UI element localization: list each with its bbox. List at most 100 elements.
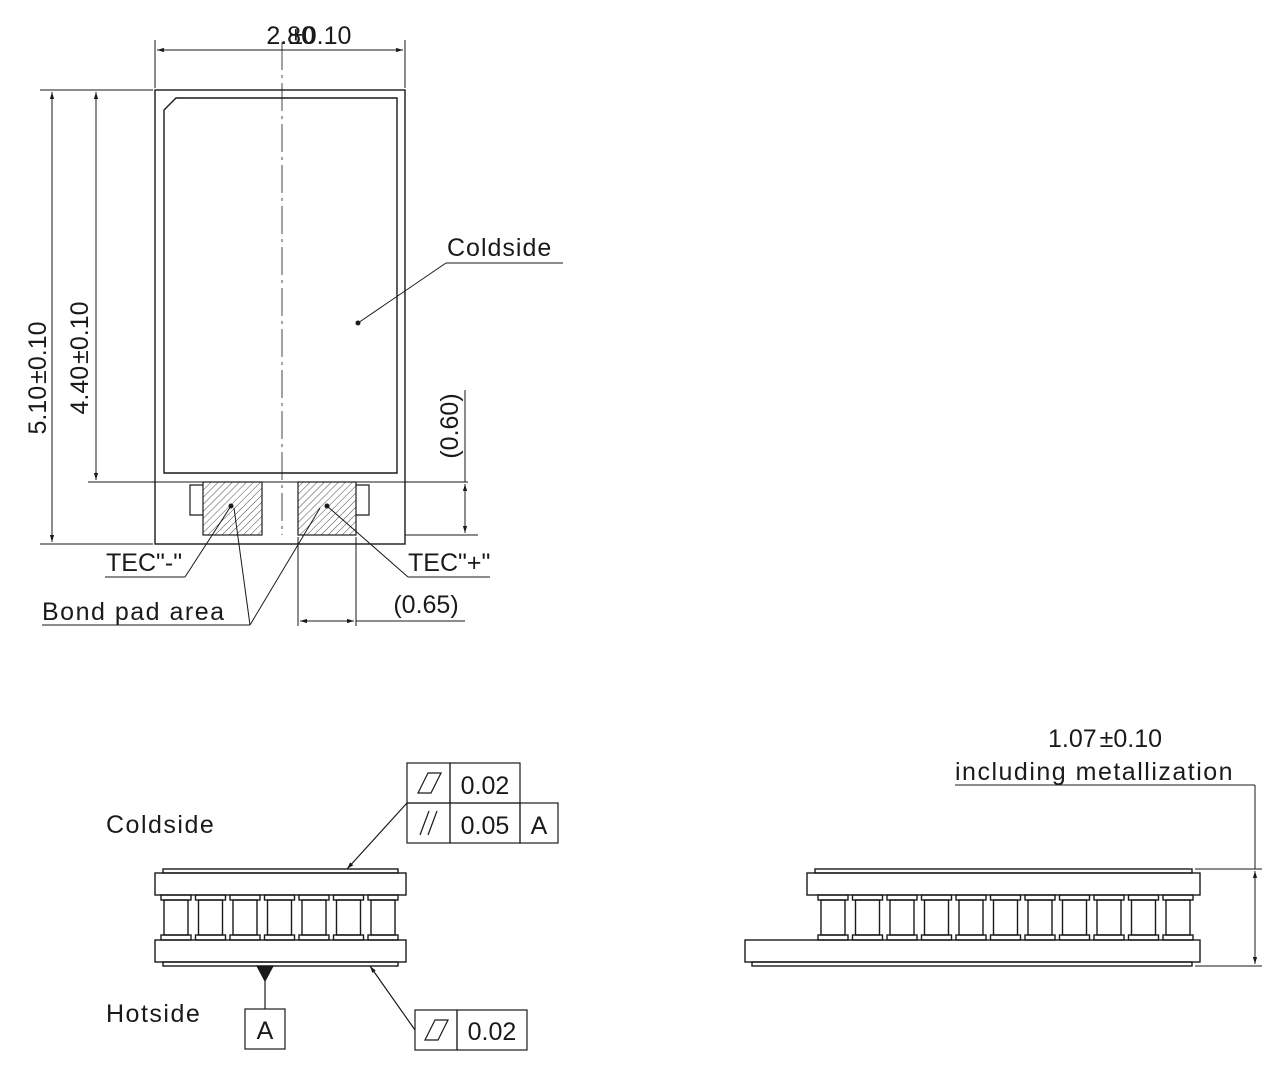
pellet bbox=[1165, 899, 1191, 936]
top-view bbox=[88, 42, 468, 545]
coldside-leader bbox=[355, 262, 563, 326]
coldside-plate bbox=[163, 97, 398, 474]
pellet bbox=[1096, 899, 1122, 936]
pellet bbox=[232, 899, 258, 936]
pellet-solder bbox=[1162, 934, 1194, 941]
pellet-solder bbox=[1127, 934, 1160, 941]
svg-text:4.40±0.10: 4.40±0.10 bbox=[66, 301, 94, 414]
pellet-solder bbox=[989, 894, 1022, 901]
pellet-solder bbox=[1162, 894, 1194, 901]
pellet bbox=[854, 899, 881, 936]
bond-pad-minus bbox=[202, 481, 263, 536]
fcf-top-row2-datum: A bbox=[531, 812, 548, 840]
svg-text:5.10±0.10: 5.10±0.10 bbox=[24, 321, 52, 434]
pad-bracket-right bbox=[356, 484, 370, 516]
tec-minus-label: TEC"-" bbox=[106, 549, 182, 577]
tec-plus-label: TEC"+" bbox=[408, 549, 490, 577]
outer-outline bbox=[154, 89, 406, 545]
fcf-bottom bbox=[369, 965, 528, 1051]
pellet-solder bbox=[920, 934, 953, 941]
pellet-solder bbox=[1058, 894, 1091, 901]
pellet-solder bbox=[851, 894, 884, 901]
dim-pad-height bbox=[405, 390, 478, 536]
pellet-solder bbox=[1058, 934, 1091, 941]
cold-plate bbox=[154, 872, 407, 896]
fcf-top-row1-value: 0.02 bbox=[461, 772, 510, 800]
pellet-solder bbox=[160, 894, 192, 901]
pellet-solder bbox=[851, 934, 884, 941]
pellet bbox=[923, 899, 950, 936]
flatness-icon-bottom bbox=[424, 1019, 449, 1041]
pellet bbox=[163, 899, 189, 936]
pellet bbox=[1061, 899, 1088, 936]
side-hotside-label: Hotside bbox=[106, 1000, 201, 1028]
dim-total-height bbox=[955, 784, 1262, 967]
pellet-solder bbox=[1093, 934, 1125, 941]
pellet-solder bbox=[160, 934, 192, 941]
bond-pad-label: Bond pad area bbox=[42, 598, 226, 626]
pellet-solder bbox=[298, 934, 330, 941]
dim-total-height-note: including metallization bbox=[955, 758, 1234, 786]
hot-metallization bbox=[162, 961, 399, 967]
pellet-solder bbox=[817, 934, 849, 941]
pellet-solder bbox=[1127, 894, 1160, 901]
pellet bbox=[370, 899, 396, 936]
pellet-solder bbox=[332, 934, 365, 941]
pellet bbox=[958, 899, 984, 936]
tec-plus-leader bbox=[324, 503, 490, 578]
pellet bbox=[197, 899, 224, 936]
pellet-solder bbox=[886, 934, 918, 941]
pellet-solder bbox=[1093, 894, 1125, 901]
pellet-solder bbox=[229, 894, 261, 901]
pellet-solder bbox=[1024, 894, 1056, 901]
bond-pad-leader bbox=[42, 507, 321, 626]
pellet-solder bbox=[817, 894, 849, 901]
pellet bbox=[1027, 899, 1053, 936]
pellet-solder bbox=[989, 934, 1022, 941]
pellet-solder bbox=[263, 894, 296, 901]
dim-inner-height-label: 4.40±0.10 bbox=[66, 301, 94, 414]
dim-pad-height-label: (0.60) bbox=[436, 393, 464, 458]
pellet bbox=[820, 899, 846, 936]
pellet-solder bbox=[229, 934, 261, 941]
pellet bbox=[889, 899, 915, 936]
pellet bbox=[335, 899, 362, 936]
pellet-solder bbox=[367, 894, 399, 901]
pellet-row-right bbox=[817, 894, 1194, 941]
pellet bbox=[301, 899, 327, 936]
tec-minus-leader bbox=[105, 503, 234, 578]
side-coldside-label: Coldside bbox=[106, 811, 215, 839]
pellet-solder bbox=[1024, 934, 1056, 941]
hot-plate-right bbox=[744, 939, 1201, 963]
side-view-right bbox=[744, 868, 1201, 967]
cold-plate-right bbox=[806, 872, 1201, 896]
pellet-solder bbox=[886, 894, 918, 901]
pellet bbox=[266, 899, 293, 936]
svg-text:(0.60): (0.60) bbox=[436, 393, 464, 458]
pellet-solder bbox=[332, 894, 365, 901]
fcf-top bbox=[346, 762, 559, 870]
pellet bbox=[992, 899, 1019, 936]
dim-pad-width bbox=[297, 537, 465, 626]
pellet-solder bbox=[955, 894, 987, 901]
datum-label: A bbox=[257, 1017, 274, 1045]
dim-width-value: 2.80 bbox=[266, 22, 315, 50]
pellet-solder bbox=[298, 894, 330, 901]
datum-symbol bbox=[244, 965, 286, 1050]
hot-metallization-right bbox=[751, 961, 1193, 967]
pad-bracket-left bbox=[189, 484, 203, 516]
fcf-bottom-value: 0.02 bbox=[468, 1018, 517, 1046]
side-view-left bbox=[154, 868, 407, 967]
dim-pad-width-value: (0.65) bbox=[393, 591, 458, 619]
hot-plate bbox=[154, 939, 407, 963]
fcf-top-row2-value: 0.05 bbox=[461, 812, 510, 840]
pellet-solder bbox=[920, 894, 953, 901]
pellet-solder bbox=[367, 934, 399, 941]
pellet bbox=[1130, 899, 1157, 936]
parallelism-icon bbox=[419, 810, 438, 836]
pellet-row bbox=[160, 894, 399, 941]
pellet-solder bbox=[194, 934, 227, 941]
pellet-solder bbox=[194, 894, 227, 901]
dim-width bbox=[154, 40, 406, 88]
